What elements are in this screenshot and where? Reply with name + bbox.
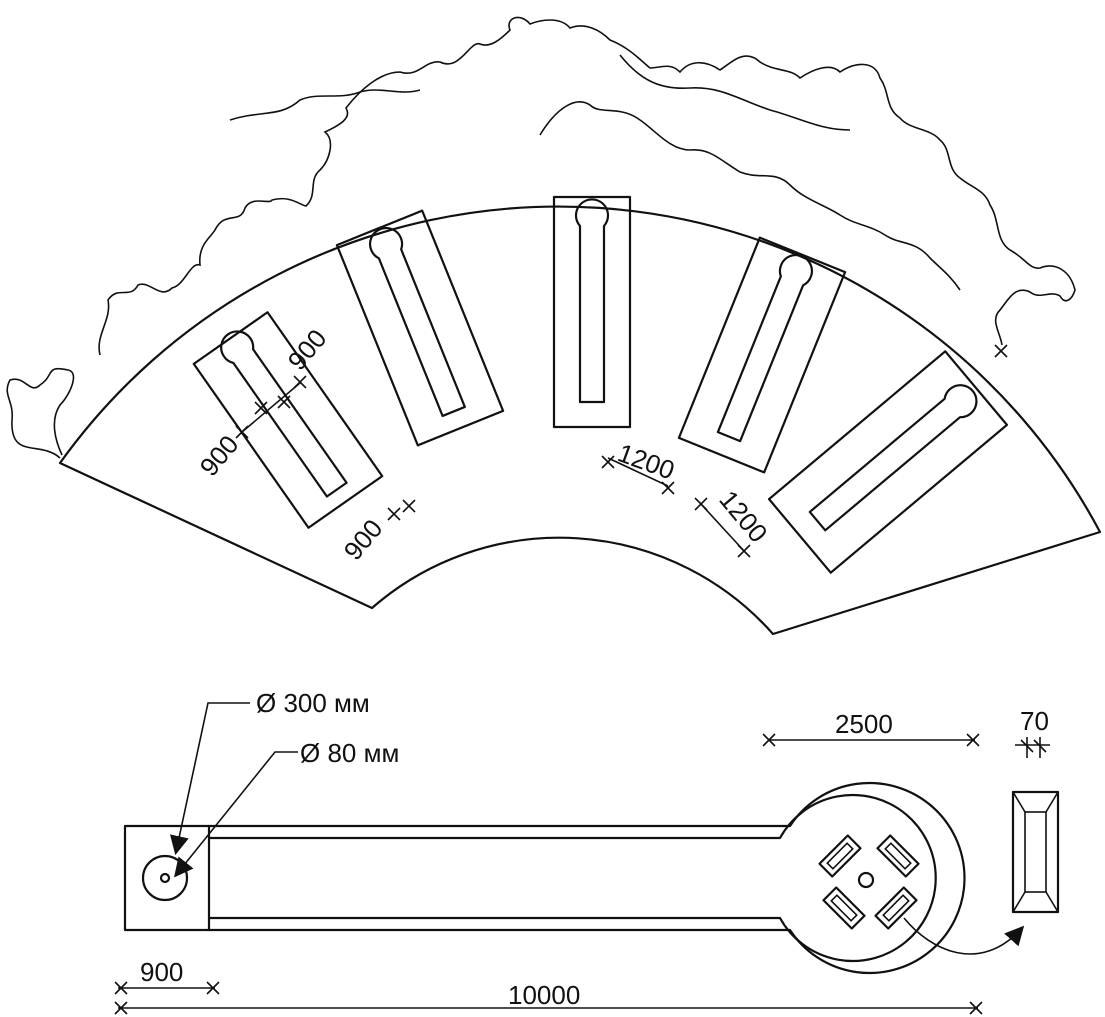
nozzle-block	[822, 886, 866, 930]
gap-dim-label: 1200	[713, 485, 773, 549]
bowl-center	[857, 871, 875, 889]
gap-dim-label: 1200	[614, 437, 679, 485]
flower-bed	[335, 209, 505, 447]
outlet-circle	[141, 854, 189, 902]
flower-bed	[677, 236, 847, 474]
flower-beds	[192, 195, 1009, 574]
side-dim-label: 70	[1020, 706, 1049, 736]
fan-platform	[58, 205, 1102, 636]
total-length-label: 10000	[508, 980, 580, 1010]
bowl-width-label: 2500	[835, 709, 893, 739]
plan-dimension-marks	[235, 344, 1008, 558]
outlet-center	[159, 872, 171, 884]
inner-diameter-label: Ø 80 мм	[300, 738, 399, 768]
leader-lines	[169, 702, 1025, 955]
nozzle-block	[874, 886, 918, 930]
shrub-outline	[6, 16, 1076, 459]
end-width-label: 900	[140, 957, 183, 987]
channel-detail	[123, 781, 966, 975]
flower-bed	[552, 195, 632, 429]
bed-dim-label: 900	[338, 513, 389, 566]
bed-dim-label: 900	[282, 323, 333, 376]
nozzle-side-view	[1011, 790, 1060, 914]
detail-dimension-marks	[114, 733, 1050, 1015]
flower-bed	[192, 311, 384, 529]
nozzle-block	[818, 834, 862, 878]
flower-bed	[767, 350, 1009, 574]
nozzle-block	[876, 834, 920, 878]
outer-diameter-label: Ø 300 мм	[256, 688, 370, 718]
